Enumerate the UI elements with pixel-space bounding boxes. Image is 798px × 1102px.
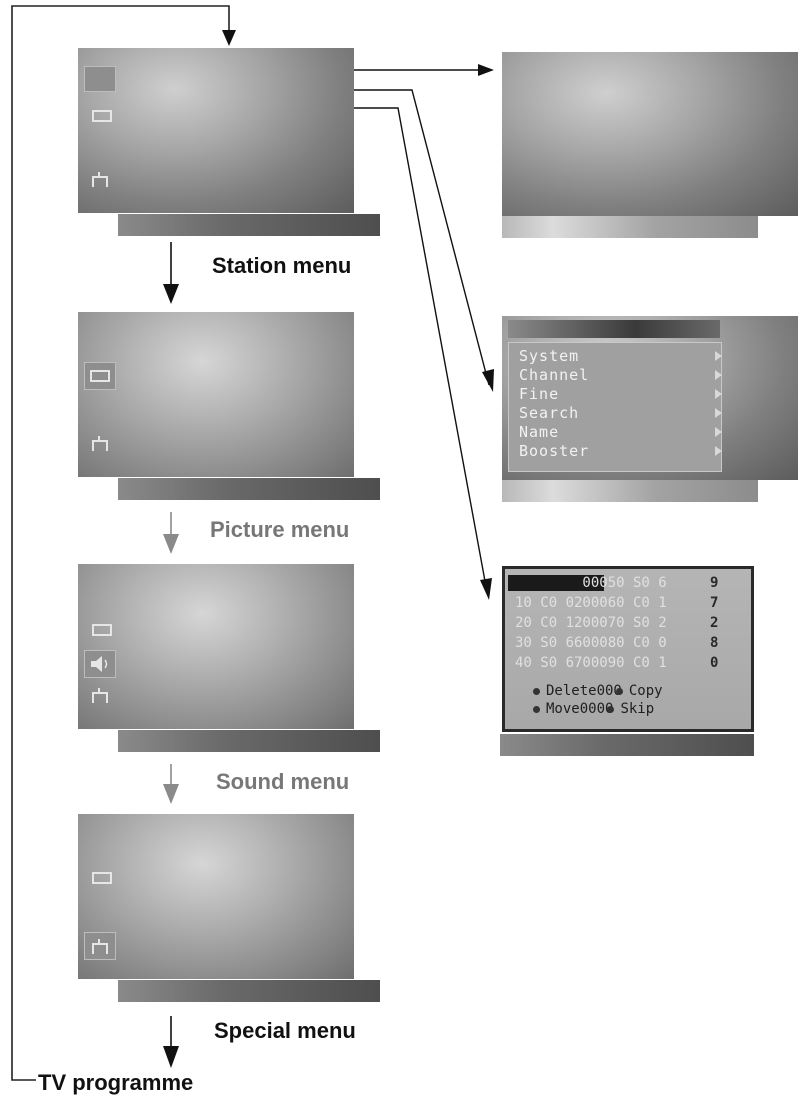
special-menu-screen — [78, 814, 354, 979]
dot-icon — [533, 687, 540, 695]
sound-icon-highlight — [84, 650, 116, 678]
submenu-item[interactable]: System — [519, 347, 580, 365]
station-menu-bar — [118, 214, 380, 236]
submenu-item[interactable]: Fine — [519, 385, 560, 403]
programme-row[interactable]: 00050 S0 6 — [515, 575, 667, 591]
legend-row-2: Move0000 Skip — [533, 701, 654, 717]
sound-menu-screen — [78, 564, 354, 729]
dot-icon — [607, 705, 615, 713]
picture-menu-screen — [78, 312, 354, 477]
down-arrow-special-to-tv — [163, 1016, 179, 1068]
special-icon — [92, 688, 108, 703]
loop-line — [11, 5, 230, 1081]
down-arrow-sound-to-special — [163, 764, 179, 804]
station-menu-label: Station menu — [212, 253, 352, 278]
submenu-panel: System Channel Fine Search Name Booster — [508, 342, 722, 472]
picture-icon — [92, 624, 112, 636]
speaker-icon — [91, 656, 108, 672]
submenu-arrow-icon — [715, 427, 722, 437]
dot-icon — [615, 687, 623, 695]
programme-row-end: 9 — [710, 575, 719, 591]
programme-row-end: 2 — [710, 615, 719, 631]
station-icon — [84, 66, 116, 92]
picture-icon — [92, 110, 112, 122]
submenu-arrow-icon — [715, 408, 722, 418]
programme-row[interactable]: 10 C0 0200060 C0 1 — [515, 595, 667, 611]
down-arrow-station-to-picture — [163, 242, 179, 304]
special-icon-highlight — [84, 932, 116, 960]
programme-row[interactable]: 20 C0 1200070 S0 2 — [515, 615, 667, 631]
programme-row-end: 0 — [710, 655, 719, 671]
submenu-item[interactable]: Channel — [519, 366, 590, 384]
picture-icon-highlight — [84, 362, 116, 390]
connector-to-station-submenu — [354, 89, 490, 386]
station-submenu-bar — [502, 480, 758, 502]
special-icon — [92, 939, 108, 954]
tv-programme-label: TV programme — [38, 1070, 194, 1095]
blank-screen-bar — [502, 216, 758, 238]
special-icon — [92, 172, 108, 187]
delete-label[interactable]: Delete000 — [546, 683, 622, 699]
blank-screen — [502, 52, 798, 216]
picture-icon — [90, 370, 110, 382]
station-menu-screen — [78, 48, 354, 213]
move-label[interactable]: Move0000 — [546, 701, 614, 717]
programme-table-bar — [500, 734, 754, 756]
submenu-arrow-icon — [715, 351, 722, 361]
skip-label[interactable]: Skip — [620, 701, 655, 717]
programme-table-panel: 00050 S0 6 9 10 C0 0200060 C0 1 7 20 C0 … — [505, 569, 751, 729]
sound-menu-label: Sound menu — [216, 769, 350, 794]
programme-row[interactable]: 30 S0 6600080 C0 0 — [515, 635, 667, 651]
sound-menu-bar — [118, 730, 380, 752]
down-arrow-picture-to-sound — [163, 512, 179, 554]
submenu-item[interactable]: Name — [519, 423, 560, 441]
submenu-arrow-icon — [715, 370, 722, 380]
picture-menu-label: Picture menu — [210, 517, 350, 542]
submenu-arrow-icon — [715, 446, 722, 456]
submenu-item[interactable]: Booster — [519, 442, 590, 460]
loop-arrowhead — [222, 30, 236, 46]
programme-row-end: 7 — [710, 595, 719, 611]
copy-label[interactable]: Copy — [628, 683, 663, 699]
programme-table-screen: 00050 S0 6 9 10 C0 0200060 C0 1 7 20 C0 … — [502, 566, 754, 732]
selected-row-highlight — [508, 575, 604, 591]
programme-row[interactable]: 40 S0 6700090 C0 1 — [515, 655, 667, 671]
connector-to-programme-table — [354, 107, 488, 593]
special-icon — [92, 436, 108, 451]
submenu-item[interactable]: Search — [519, 404, 580, 422]
picture-icon — [92, 872, 112, 884]
special-menu-label: Special menu — [214, 1018, 356, 1043]
dot-icon — [533, 705, 540, 713]
station-submenu-screen: System Channel Fine Search Name Booster — [502, 316, 798, 480]
special-menu-bar — [118, 980, 380, 1002]
legend-row-1: Delete000 Copy — [533, 683, 663, 699]
programme-row-end: 8 — [710, 635, 719, 651]
submenu-title-bar — [508, 320, 720, 338]
picture-menu-bar — [118, 478, 380, 500]
submenu-arrow-icon — [715, 389, 722, 399]
